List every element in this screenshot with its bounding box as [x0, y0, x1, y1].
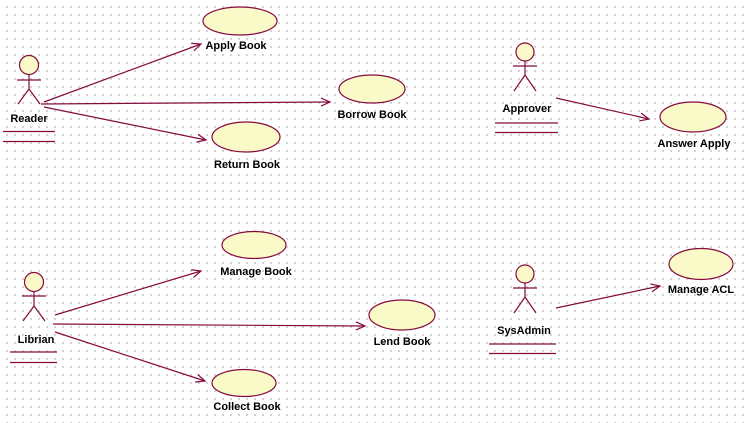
actor-leg-left	[17, 88, 30, 105]
usecase-apply-book-label[interactable]: Apply Book	[205, 40, 267, 52]
association-librian-manage-book[interactable]	[54, 269, 203, 316]
actor-head	[515, 42, 535, 62]
usecase-collect-book-ellipse[interactable]	[211, 368, 277, 398]
usecase-manage-book-label[interactable]: Manage Book	[220, 266, 292, 278]
association-reader-borrow-book[interactable]	[40, 97, 332, 107]
association-librian-lend-book[interactable]	[52, 321, 367, 331]
association-approver-answer-apply[interactable]	[555, 97, 651, 122]
usecase-lend-book-ellipse[interactable]	[368, 299, 436, 331]
actor-approver-figure[interactable]	[495, 42, 558, 134]
actor-reader-label[interactable]: Reader	[10, 113, 48, 125]
actor-leg-right	[524, 296, 537, 314]
usecase-manage-acl-label[interactable]: Manage ACL	[667, 284, 735, 296]
actor-leg-left	[513, 74, 526, 92]
actor-leg-right	[524, 74, 537, 92]
actor-leg-left	[513, 296, 526, 314]
usecase-manage-acl-ellipse[interactable]	[668, 247, 734, 281]
usecase-manage-book-ellipse[interactable]	[221, 230, 287, 260]
usecase-return-book-label[interactable]: Return Book	[214, 159, 280, 171]
association-librian-collect-book[interactable]	[54, 331, 207, 383]
actor-head	[23, 271, 45, 293]
actor-approver-label[interactable]: Approver	[502, 103, 552, 115]
usecase-collect-book-label[interactable]: Collect Book	[213, 401, 281, 413]
usecase-apply-book-ellipse[interactable]	[202, 6, 278, 36]
actor-sysadmin-figure[interactable]	[489, 264, 556, 355]
association-sysadmin-manage-acl[interactable]	[555, 283, 662, 309]
usecase-borrow-book-label[interactable]: Borrow Book	[337, 109, 407, 121]
usecase-answer-apply-label[interactable]: Answer Apply	[657, 138, 731, 150]
association-reader-return-book[interactable]	[43, 106, 208, 143]
actor-reader-figure[interactable]	[3, 54, 55, 143]
actor-sysadmin-label[interactable]: SysAdmin	[497, 325, 551, 337]
actor-librian-label[interactable]: Librian	[17, 334, 55, 346]
actor-head	[515, 264, 535, 284]
usecase-answer-apply-ellipse[interactable]	[659, 101, 727, 133]
actor-leg-right	[28, 88, 41, 105]
association-reader-apply-book[interactable]	[43, 42, 203, 103]
usecase-return-book-ellipse[interactable]	[211, 121, 281, 153]
actor-librian-figure[interactable]	[10, 271, 57, 364]
actor-leg-right	[33, 305, 46, 322]
actor-leg-left	[22, 305, 35, 322]
usecase-borrow-book-ellipse[interactable]	[338, 74, 406, 104]
usecase-lend-book-label[interactable]: Lend Book	[373, 336, 431, 348]
actor-head	[18, 54, 40, 76]
